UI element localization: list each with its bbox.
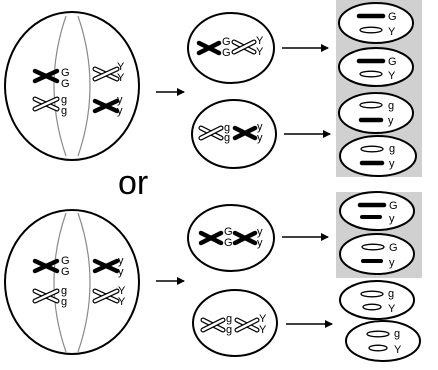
allele-label: y (257, 226, 263, 238)
allele-label: G (61, 255, 70, 267)
chromosome-light (359, 70, 383, 78)
allele-label: Y (117, 61, 125, 73)
allele-label: y (257, 121, 263, 133)
daughter-cell-top-2 (191, 99, 277, 169)
allele-label: y (118, 266, 124, 278)
chromosome-pair-light (32, 96, 60, 112)
allele-label: G (388, 56, 397, 68)
allele-label: Y (118, 285, 126, 297)
chromosome-pair-light (231, 39, 257, 55)
allele-label: g (61, 296, 67, 308)
allele-label: G (389, 200, 398, 212)
allele-label: Y (394, 344, 402, 356)
allele-label: Y (259, 313, 267, 325)
allele-label: g (224, 122, 230, 134)
allele-label: G (388, 11, 397, 23)
chromosome-pair-light (92, 66, 120, 82)
allele-label: G (222, 47, 231, 59)
spindle-top-left (53, 15, 67, 157)
allele-label: g (388, 288, 394, 300)
allele-label: G (224, 237, 233, 249)
allele-label: G (224, 226, 233, 238)
allele-label: g (394, 328, 400, 340)
allele-label: y (118, 255, 124, 267)
chromosome-light (368, 344, 388, 352)
chromosome-pair-dark (196, 40, 222, 56)
chromosome-pair-dark (232, 125, 258, 141)
chromosome-pair-dark (198, 230, 224, 246)
chromosome-pair-dark (92, 98, 120, 114)
allele-label: y (257, 132, 263, 144)
allele-label: g (61, 105, 67, 117)
parent-cell-top (4, 11, 140, 161)
chromosome-pair-dark (32, 68, 60, 84)
allele-label: y (257, 237, 263, 249)
gamete-cell-top-4 (339, 135, 417, 177)
allele-label: Y (117, 72, 125, 84)
allele-label: G (61, 78, 70, 90)
allele-label: Y (256, 35, 264, 47)
gamete-cell-bottom-3 (339, 280, 415, 320)
allele-label: y (389, 257, 395, 269)
chromosome-pair-light (92, 288, 120, 304)
gamete-cell-bottom-4 (345, 320, 421, 362)
gamete-cell-top-3 (338, 92, 414, 134)
allele-label: Y (118, 296, 126, 308)
allele-label: g (389, 143, 395, 155)
chromosome-pair-light (198, 125, 224, 141)
allele-label: G (389, 242, 398, 254)
allele-label: y (389, 213, 395, 225)
allele-label: y (117, 105, 123, 117)
gamete-cell-top-2 (338, 47, 414, 87)
spindle-top-right (77, 15, 91, 157)
allele-label: Y (256, 46, 264, 58)
allele-label: g (224, 132, 230, 144)
gamete-cell-bottom-2 (339, 233, 415, 275)
allele-label: g (61, 94, 67, 106)
chromosome-light (362, 303, 382, 311)
chromosome-pair-dark (232, 230, 258, 246)
chromosome-light (359, 26, 383, 34)
chromosome-pair-light (32, 288, 60, 304)
gamete-cell-top-1 (338, 2, 414, 44)
allele-label: G (61, 67, 70, 79)
spindle-bottom-right (77, 212, 91, 353)
allele-label: g (388, 100, 394, 112)
chromosome-light (366, 330, 390, 338)
allele-label: g (226, 324, 232, 336)
chromosome-light (360, 145, 384, 153)
allele-label: Y (388, 26, 396, 38)
chromosome-pair-dark (92, 258, 120, 274)
daughter-cell-top-1 (187, 12, 275, 84)
allele-label: G (61, 266, 70, 278)
gamete-cell-bottom-1 (339, 191, 415, 231)
allele-label: Y (388, 70, 396, 82)
allele-label: g (61, 285, 67, 297)
chromosome-pair-light (234, 317, 260, 333)
allele-label: g (226, 313, 232, 325)
chromosome-light (360, 290, 384, 298)
daughter-cell-bottom-1 (187, 204, 275, 272)
chromosome-light (361, 243, 385, 251)
allele-label: G (222, 36, 231, 48)
chromosome-light (359, 101, 383, 109)
or-label: or (118, 164, 148, 202)
allele-label: y (117, 94, 123, 106)
allele-label: y (389, 158, 395, 170)
allele-label: Y (388, 303, 396, 315)
allele-label: Y (259, 324, 267, 336)
chromosome-pair-light (200, 317, 226, 333)
daughter-cell-bottom-2 (192, 289, 278, 357)
allele-label: y (388, 115, 394, 127)
spindle-bottom-left (53, 212, 67, 353)
parent-cell-bottom (4, 209, 140, 355)
chromosome-pair-dark (32, 258, 60, 274)
